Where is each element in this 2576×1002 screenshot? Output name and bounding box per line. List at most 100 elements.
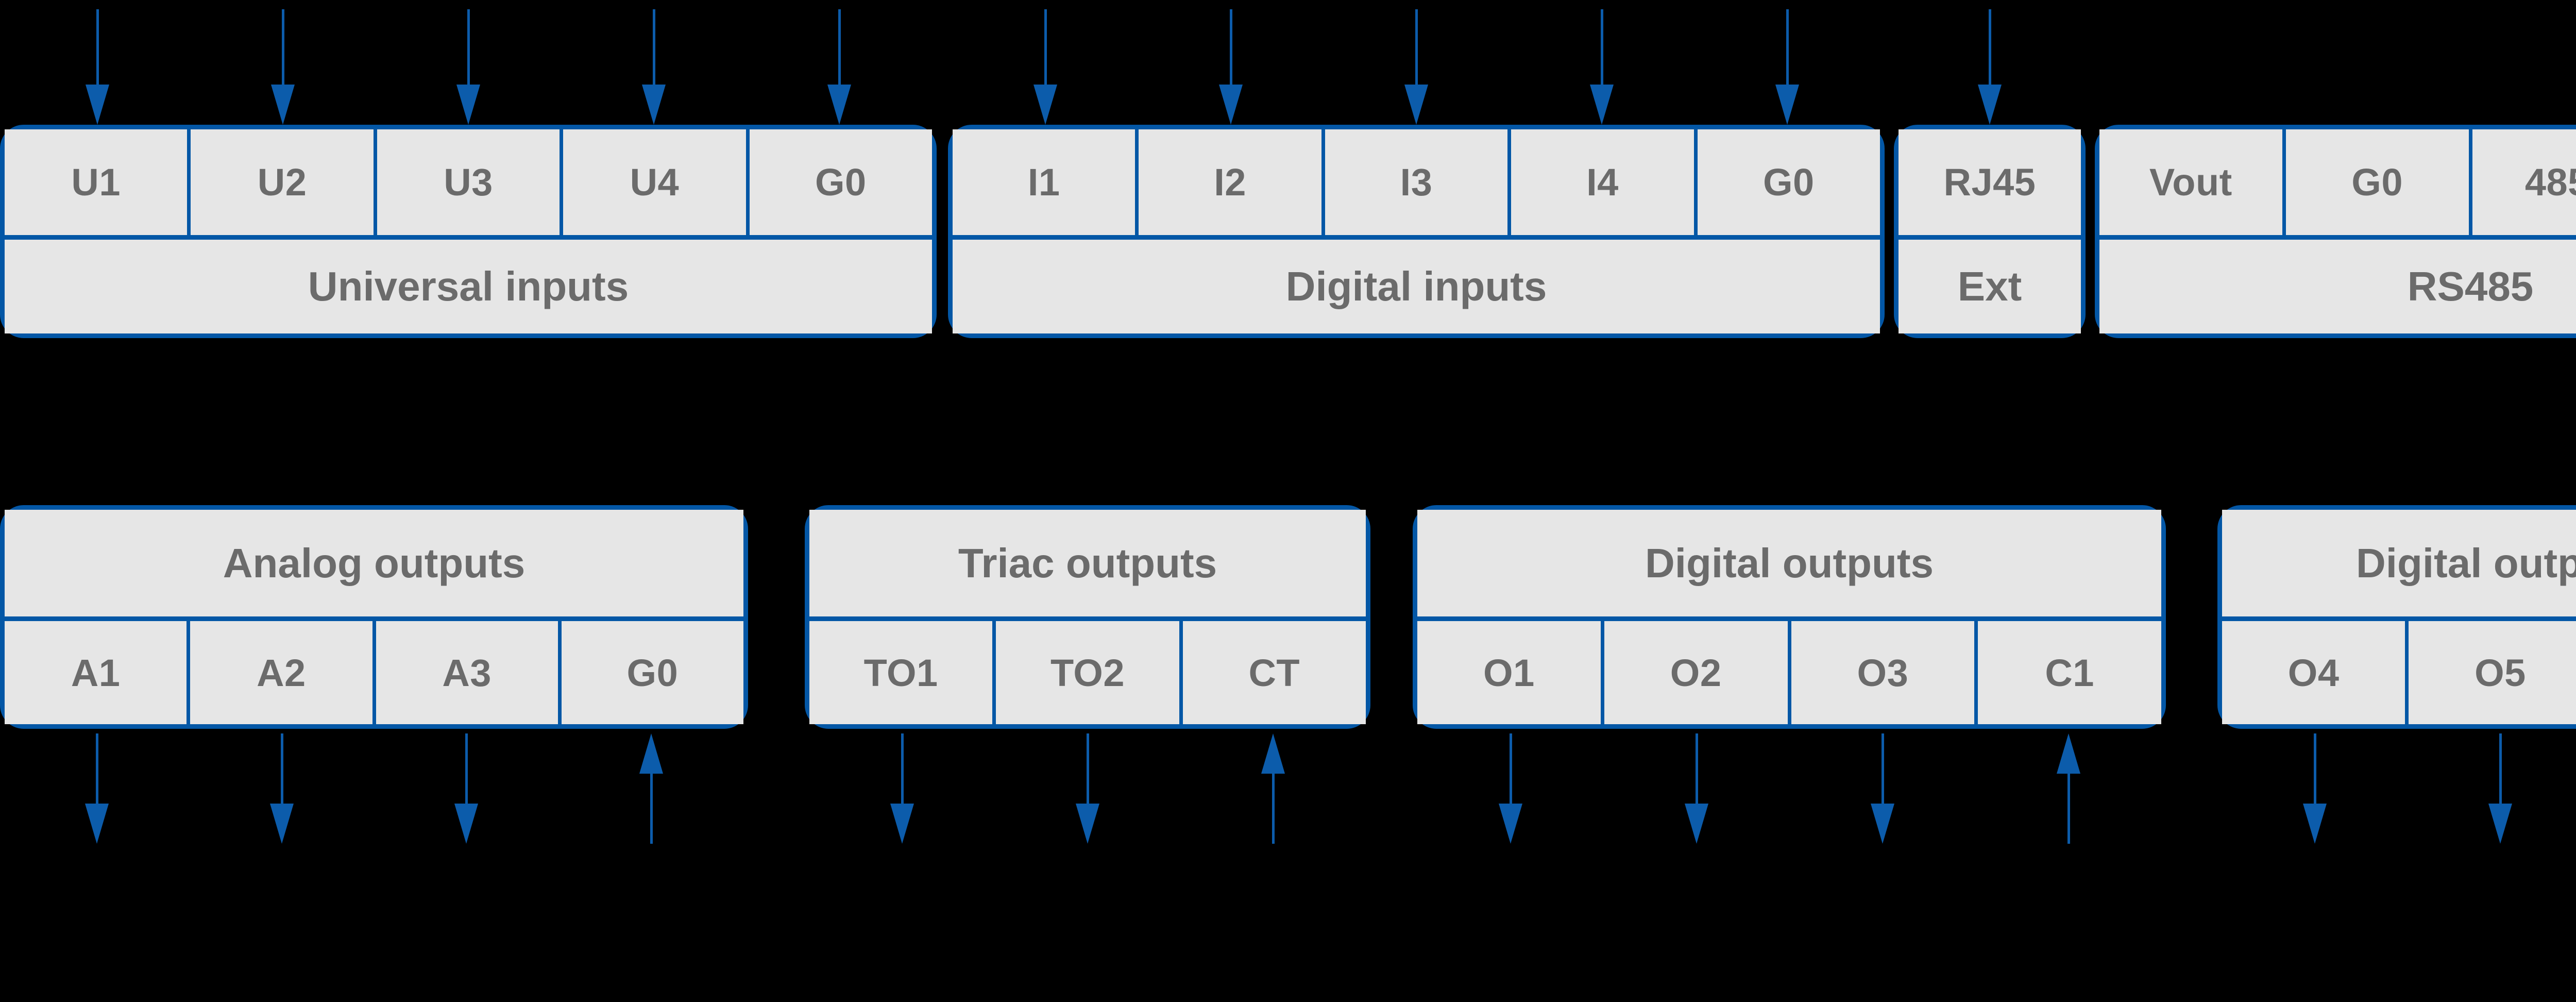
- terminal-row: RJ45: [1899, 129, 2081, 235]
- terminal-cell[interactable]: I3: [1325, 129, 1512, 235]
- terminal-cell[interactable]: O5: [2409, 621, 2576, 724]
- terminal-cell[interactable]: I1: [953, 129, 1139, 235]
- row-divider: [1417, 616, 2161, 621]
- terminal-cell[interactable]: I2: [1139, 129, 1325, 235]
- row-divider: [2099, 235, 2576, 240]
- terminal-row: O4O5C2: [2222, 621, 2576, 724]
- arrow-head: [271, 85, 295, 125]
- arrow-shaft: [1786, 9, 1789, 87]
- terminal-cell[interactable]: A3: [376, 621, 562, 724]
- signal-arrow-down: [1978, 9, 2002, 125]
- group-label-triac-outputs: Triac outputs: [809, 510, 1366, 616]
- arrow-shaft: [96, 9, 99, 87]
- terminal-cell[interactable]: O1: [1417, 621, 1604, 724]
- signal-arrow-down: [1076, 733, 1099, 857]
- arrow-head: [1261, 733, 1285, 774]
- signal-arrow-up: [639, 733, 663, 857]
- terminal-cell[interactable]: O2: [1604, 621, 1791, 724]
- group-rs485: VoutG0485-485+RS485: [2095, 125, 2576, 338]
- terminal-cell[interactable]: O4: [2222, 621, 2409, 724]
- arrow-shaft: [1272, 772, 1275, 844]
- terminal-cell[interactable]: O3: [1791, 621, 1978, 724]
- arrow-head: [2488, 804, 2512, 844]
- arrow-head: [1404, 85, 1428, 125]
- arrow-head: [86, 85, 109, 125]
- arrow-head: [454, 804, 479, 844]
- terminal-cell[interactable]: I4: [1511, 129, 1698, 235]
- terminal-cell[interactable]: U4: [563, 129, 750, 235]
- arrow-shaft: [1087, 733, 1089, 806]
- signal-arrow-down: [456, 9, 480, 125]
- arrow-shaft: [1695, 733, 1698, 806]
- arrow-shaft: [1509, 733, 1512, 806]
- arrow-head: [456, 85, 480, 125]
- signal-arrow-up: [1261, 733, 1285, 857]
- row-divider: [809, 616, 1366, 621]
- terminal-cell[interactable]: TO1: [809, 621, 996, 724]
- arrow-shaft: [1415, 9, 1418, 87]
- signal-arrow-down: [827, 9, 851, 125]
- terminal-cell[interactable]: Vout: [2099, 129, 2286, 235]
- arrow-head: [1684, 804, 1708, 844]
- terminal-cell[interactable]: TO2: [996, 621, 1183, 724]
- signal-arrow-down: [269, 733, 294, 857]
- terminal-cell[interactable]: U3: [377, 129, 564, 235]
- signal-arrow-down: [86, 9, 109, 125]
- signal-arrow-down: [1033, 9, 1057, 125]
- signal-arrow-down: [1775, 9, 1799, 125]
- terminal-cell[interactable]: G0: [561, 621, 743, 724]
- terminal-cell[interactable]: U1: [5, 129, 191, 235]
- terminal-cell[interactable]: 485-: [2472, 129, 2576, 235]
- signal-arrow-down: [454, 733, 479, 857]
- terminal-cell[interactable]: U2: [191, 129, 377, 235]
- signal-arrow-down: [1498, 733, 1522, 857]
- terminal-cell[interactable]: G0: [2285, 129, 2472, 235]
- signal-arrow-down: [271, 9, 295, 125]
- signal-arrow-down: [1870, 733, 1894, 857]
- arrow-shaft: [1989, 9, 1991, 87]
- terminal-cell[interactable]: C1: [1978, 621, 2161, 724]
- group-label-digital-outputs-1: Digital outputs: [1417, 510, 2161, 616]
- arrow-shaft: [280, 733, 283, 806]
- signal-arrow-down: [2303, 733, 2327, 857]
- terminal-cell[interactable]: CT: [1182, 621, 1366, 724]
- arrow-head: [1076, 804, 1099, 844]
- group-digital-outputs-2: Digital outputsO4O5C2: [2217, 505, 2576, 729]
- terminal-cell[interactable]: RJ45: [1899, 129, 2081, 235]
- terminal-cell[interactable]: A1: [5, 621, 191, 724]
- signal-arrow-down: [2488, 733, 2512, 857]
- arrow-shaft: [2499, 733, 2502, 806]
- row-divider: [5, 616, 743, 621]
- arrow-head: [1033, 85, 1057, 125]
- terminal-cell[interactable]: A2: [190, 621, 376, 724]
- arrow-head: [1775, 85, 1799, 125]
- signal-arrow-down: [642, 9, 666, 125]
- arrow-head: [1590, 85, 1614, 125]
- arrow-head: [1870, 804, 1894, 844]
- arrow-head: [827, 85, 851, 125]
- arrow-shaft: [1230, 9, 1232, 87]
- signal-arrow-up: [2056, 733, 2080, 857]
- arrow-head: [1498, 804, 1522, 844]
- arrow-shaft: [96, 733, 99, 806]
- signal-arrow-down: [890, 733, 914, 857]
- signal-arrow-down: [1684, 733, 1708, 857]
- group-label-ext-left: Ext: [1899, 240, 2081, 333]
- arrow-shaft: [1044, 9, 1047, 87]
- terminal-cell[interactable]: G0: [1697, 129, 1880, 235]
- group-label-universal-inputs: Universal inputs: [5, 240, 932, 333]
- group-label-analog-outputs: Analog outputs: [5, 510, 743, 616]
- terminal-cell[interactable]: G0: [749, 129, 933, 235]
- arrow-shaft: [2314, 733, 2316, 806]
- arrow-head: [642, 85, 666, 125]
- arrow-shaft: [467, 9, 470, 87]
- arrow-head: [890, 804, 914, 844]
